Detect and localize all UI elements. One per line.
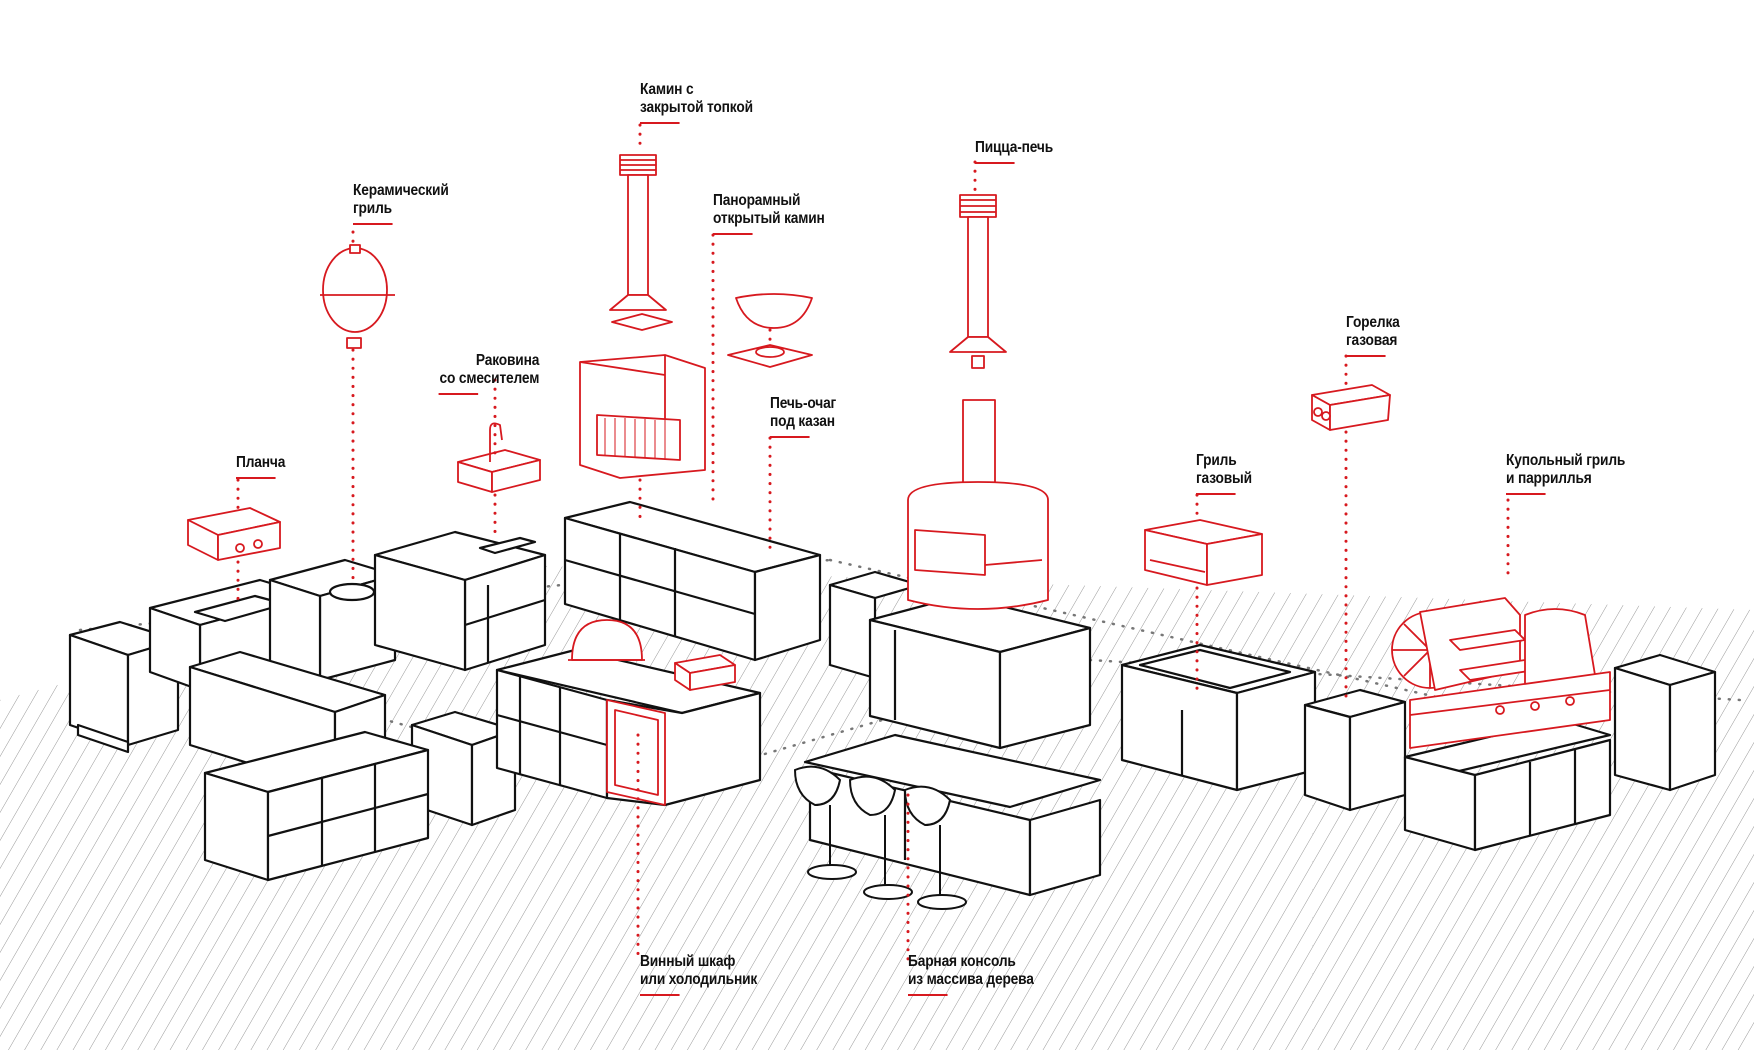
label-plancha: Планча bbox=[236, 454, 285, 479]
cabinet-small-middle bbox=[410, 710, 517, 827]
label-bar-console: Барная консоль из массива дерева bbox=[908, 953, 1034, 996]
wine-cooler-door bbox=[606, 699, 666, 806]
label-underline bbox=[1196, 493, 1236, 495]
label-text: Печь-очаг bbox=[770, 395, 837, 412]
label-text: Винный шкаф bbox=[640, 953, 736, 970]
cabinet-pizza-base bbox=[828, 570, 1092, 750]
cabinet-long-shelf bbox=[563, 500, 822, 662]
label-text: из массива дерева bbox=[908, 971, 1034, 988]
closed-fireplace-appliance bbox=[579, 154, 706, 479]
label-underline bbox=[1346, 355, 1386, 357]
label-underline bbox=[640, 994, 680, 996]
bar-stool bbox=[793, 765, 857, 880]
label-text: под казан bbox=[770, 413, 835, 430]
bar-stool bbox=[848, 775, 913, 900]
label-pizza-oven: Пицца-печь bbox=[975, 139, 1053, 164]
label-text: Гриль bbox=[1196, 452, 1237, 469]
cabinet-ceramic-grill-base bbox=[268, 558, 397, 682]
label-gas-grill: Гриль газовый bbox=[1196, 452, 1252, 495]
label-text: или холодильник bbox=[640, 971, 758, 988]
label-underline bbox=[236, 477, 276, 479]
panoramic-fireplace-appliance bbox=[727, 293, 813, 368]
label-underline bbox=[975, 162, 1015, 164]
label-text: Раковина bbox=[475, 352, 540, 369]
label-sink: Раковина со смесителем bbox=[393, 352, 539, 395]
ceramic-grill-appliance bbox=[320, 244, 395, 349]
pizza-oven-appliance bbox=[907, 194, 1049, 610]
bar-stools bbox=[793, 765, 967, 910]
label-text: Пицца-печь bbox=[975, 139, 1054, 156]
appliances bbox=[187, 154, 1611, 806]
label-text: Панорамный bbox=[713, 192, 801, 209]
label-underline bbox=[908, 994, 948, 996]
label-underline bbox=[640, 122, 680, 124]
cabinet-far-right bbox=[1613, 653, 1717, 792]
label-text: закрытой топкой bbox=[640, 99, 753, 116]
label-underline bbox=[770, 436, 810, 438]
bar-stool bbox=[903, 785, 967, 910]
label-panoramic-fireplace: Панорамный открытый камин bbox=[713, 192, 825, 235]
label-text: газовый bbox=[1196, 470, 1252, 487]
cabinet-dome-grill-base bbox=[1403, 718, 1612, 852]
label-gas-burner: Горелка газовая bbox=[1346, 314, 1400, 357]
label-text: гриль bbox=[353, 200, 392, 217]
label-text: Купольный гриль bbox=[1506, 452, 1626, 469]
label-kazan-stove: Печь-очаг под казан bbox=[770, 395, 836, 438]
leader-lines bbox=[236, 123, 1510, 962]
cabinet-gas-burner bbox=[1303, 688, 1407, 812]
cabinet-gas-grill bbox=[1120, 643, 1317, 792]
label-underline bbox=[438, 393, 479, 395]
label-text: Керамический bbox=[353, 182, 449, 199]
dome-grill-parrilla-appliance bbox=[1391, 597, 1611, 749]
label-text: со смесителем bbox=[439, 370, 540, 387]
gas-grill-appliance bbox=[1144, 519, 1263, 586]
label-text: открытый камин bbox=[713, 210, 825, 227]
label-text: Камин с bbox=[640, 81, 694, 98]
label-text: Планча bbox=[236, 454, 286, 471]
label-text: Барная консоль bbox=[908, 953, 1016, 970]
sink-appliance bbox=[457, 422, 541, 493]
cabinet-front-shelf bbox=[203, 730, 430, 882]
label-closed-fireplace: Камин с закрытой топкой bbox=[640, 81, 753, 124]
label-underline bbox=[353, 223, 393, 225]
label-dome-grill: Купольный гриль и парриллья bbox=[1506, 452, 1625, 495]
cabinet-sink bbox=[373, 530, 547, 672]
label-text: и парриллья bbox=[1506, 470, 1592, 487]
island-ceramic-grill bbox=[568, 619, 645, 661]
label-underline bbox=[713, 233, 753, 235]
plancha-appliance bbox=[187, 507, 281, 561]
gas-burner-appliance bbox=[1311, 384, 1391, 431]
label-underline bbox=[1506, 493, 1546, 495]
label-wine-cooler: Винный шкаф или холодильник bbox=[640, 953, 757, 996]
label-ceramic-grill: Керамический гриль bbox=[353, 182, 449, 225]
label-text: Горелка bbox=[1346, 314, 1400, 331]
island-plancha bbox=[674, 654, 736, 691]
label-text: газовая bbox=[1346, 332, 1398, 349]
